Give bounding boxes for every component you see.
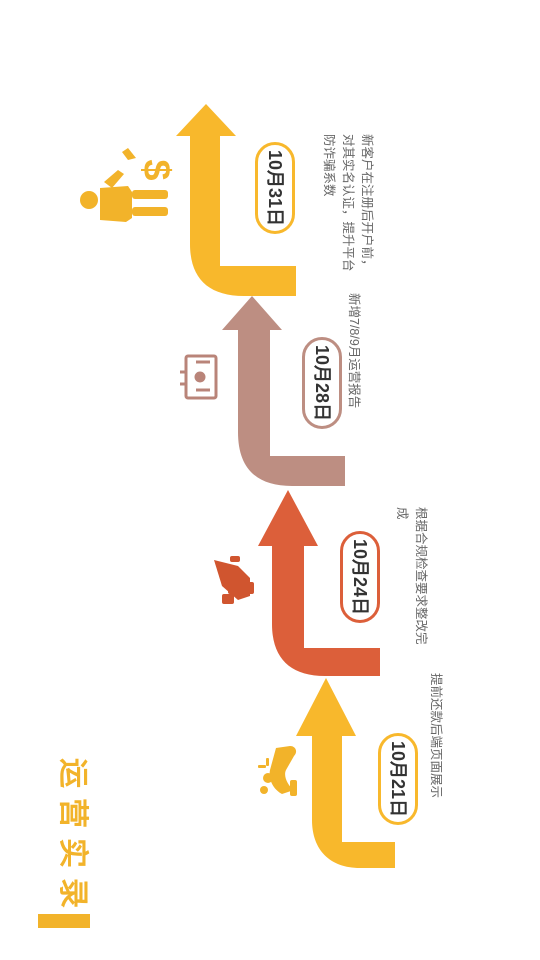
arrow-2 — [258, 490, 380, 676]
arrow-4 — [176, 104, 296, 296]
title-accent-bar — [38, 914, 90, 928]
arrow-3 — [222, 296, 345, 486]
date-pill-4: 10月31日 — [255, 142, 295, 234]
date-pill-1: 10月21日 — [378, 733, 418, 825]
milestone-3-description: 新增7/8/9月运营报告 — [347, 293, 361, 409]
milestone-4-description: 新客户在注册后开户前，对其实名认证，提升平台防诈骗系数 — [322, 134, 374, 272]
report-board-icon — [180, 354, 218, 400]
milestone-2-description: 根据合规检查要求整改完成 — [395, 507, 428, 645]
businessman-dollar-icon — [80, 148, 168, 222]
date-pill-2: 10月24日 — [340, 531, 380, 623]
milestone-1-description: 提前还款后端页面展示 — [429, 673, 443, 799]
megaphone-icon — [214, 556, 254, 604]
arrow-1 — [296, 678, 395, 868]
dollar-sign-icon: $ — [135, 159, 177, 181]
hand-coins-icon — [258, 746, 297, 796]
date-pill-3: 10月28日 — [302, 337, 342, 429]
